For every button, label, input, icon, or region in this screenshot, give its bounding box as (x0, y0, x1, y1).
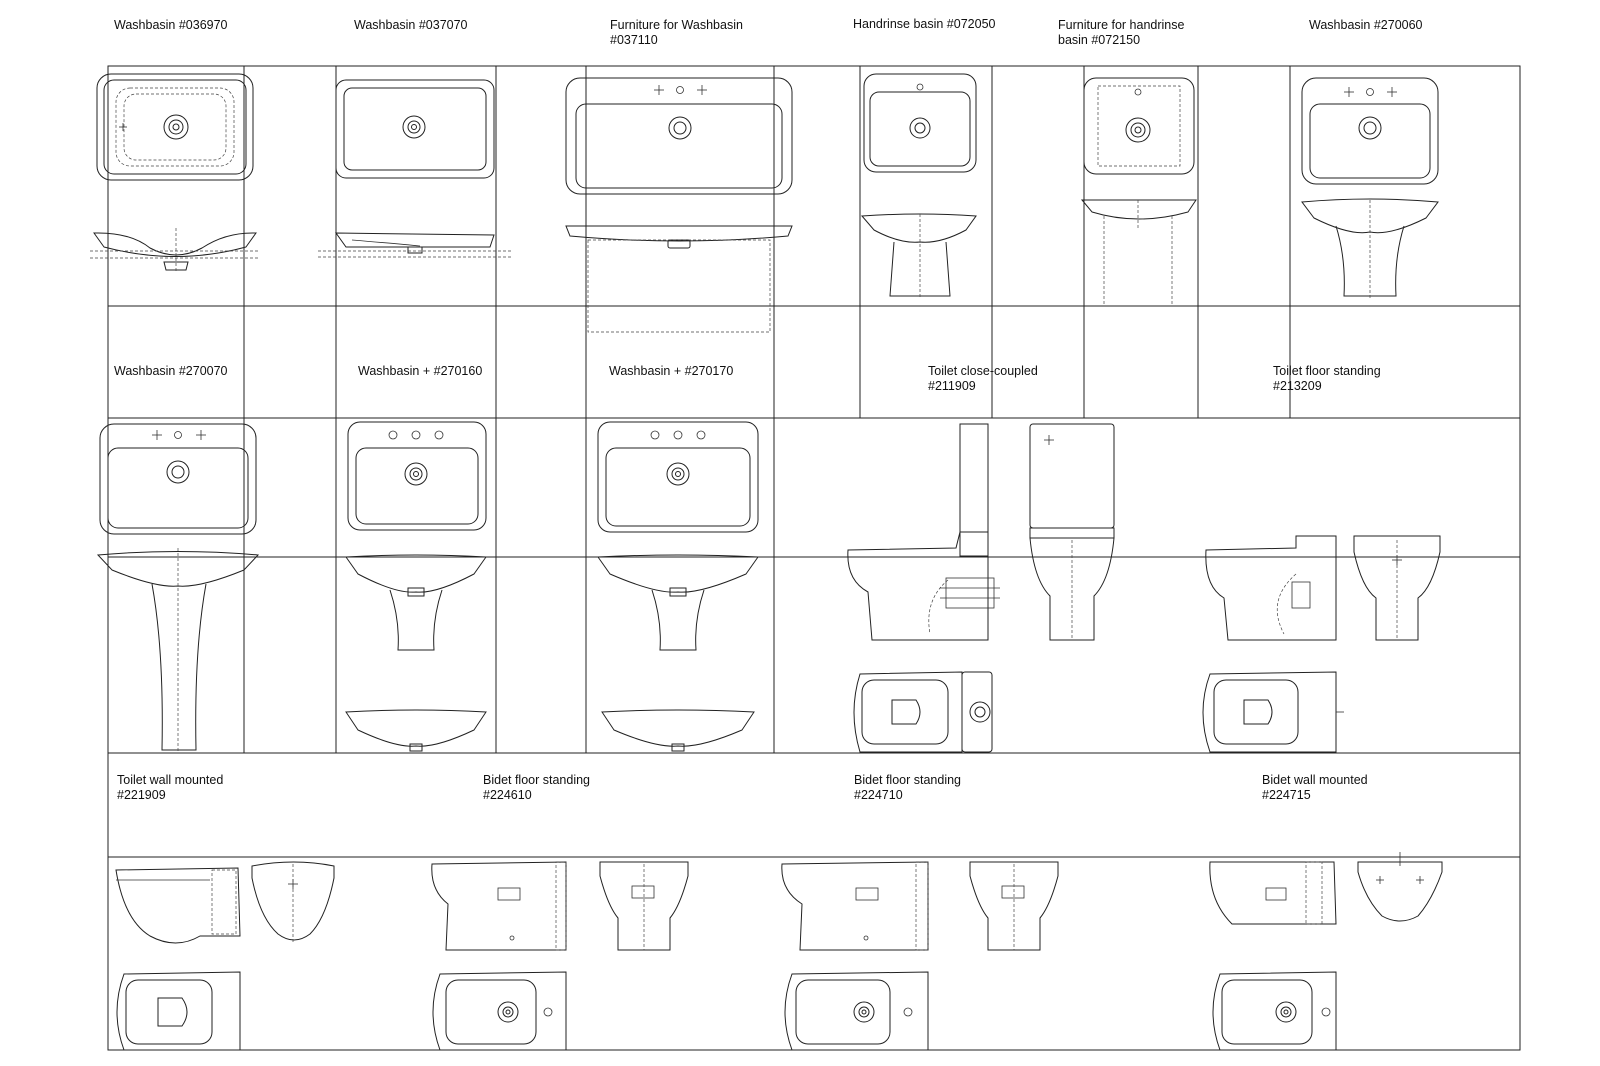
label-washbasin-036970: Washbasin #036970 (114, 18, 228, 32)
toilet-211909-top-view (853, 671, 993, 753)
toilet-213209-side-view (1205, 535, 1337, 641)
furniture-037110-side-view (565, 225, 793, 333)
toilet-213209-top-view (1202, 671, 1344, 753)
bidet-224610-front-view (599, 861, 689, 951)
label-washbasin-270070: Washbasin #270070 (114, 364, 228, 378)
bidet-224610-top-view (432, 971, 567, 1051)
label-bidet-224715: Bidet wall mounted #224715 (1262, 773, 1368, 802)
furniture-072150-top-view (1083, 77, 1195, 175)
label-handrinse-072050: Handrinse basin #072050 (853, 17, 996, 31)
furniture-037110-top-view (565, 77, 793, 195)
washbasin-037070-side-view (318, 232, 512, 258)
handrinse-072050-top-view (863, 73, 977, 173)
washbasin-270060-side-view (1301, 198, 1439, 298)
toilet-221909-side-view (115, 867, 241, 944)
bidet-224710-front-view (969, 861, 1059, 951)
washbasin-037070-top-view (335, 79, 495, 179)
bidet-224715-top-view (1212, 971, 1337, 1051)
label-washbasin-037070: Washbasin #037070 (354, 18, 468, 32)
toilet-221909-front-view (251, 861, 335, 944)
washbasin-270170-side-view (597, 554, 759, 651)
washbasin-270070-top-view (99, 423, 257, 535)
washbasin-270170-top-view (597, 421, 759, 533)
washbasin-270070-pedestal-view (96, 548, 260, 752)
toilet-221909-top-view (116, 971, 241, 1051)
label-bidet-224610: Bidet floor standing #224610 (483, 773, 591, 802)
handrinse-072050-side-view (860, 213, 977, 298)
washbasin-036970-top-view (96, 73, 254, 181)
label-furniture-072150: Furniture for handrinse basin #072150 (1058, 18, 1185, 47)
toilet-211909-front-view (1029, 423, 1115, 641)
bidet-224710-side-view (781, 861, 929, 951)
toilet-213209-front-view (1353, 535, 1441, 641)
grid-lines (107, 65, 1521, 1051)
label-toilet-213209: Toilet floor standing #213209 (1273, 364, 1381, 393)
label-furniture-037110: Furniture for Washbasin #037110 (610, 18, 743, 47)
label-washbasin-270170: Washbasin + #270170 (609, 364, 734, 378)
washbasin-270170-bottom-view (601, 709, 755, 752)
bidet-224710-top-view (784, 971, 929, 1051)
bidet-224610-side-view (431, 861, 567, 951)
washbasin-270060-top-view (1301, 77, 1439, 185)
bidet-224715-side-view (1209, 861, 1337, 925)
washbasin-036970-side-view (90, 228, 258, 272)
label-bidet-224710: Bidet floor standing #224710 (854, 773, 962, 802)
label-washbasin-270160: Washbasin + #270160 (358, 364, 483, 378)
toilet-211909-side-view (847, 423, 1000, 641)
furniture-072150-side-view (1080, 199, 1197, 306)
label-washbasin-270060: Washbasin #270060 (1309, 18, 1423, 32)
label-toilet-211909: Toilet close-coupled #211909 (928, 364, 1038, 393)
washbasin-270160-top-view (347, 421, 487, 531)
label-toilet-221909: Toilet wall mounted #221909 (117, 773, 224, 802)
washbasin-270160-bottom-view (345, 709, 487, 752)
bidet-224715-front-view (1357, 852, 1443, 922)
washbasin-270160-side-view (345, 554, 487, 651)
